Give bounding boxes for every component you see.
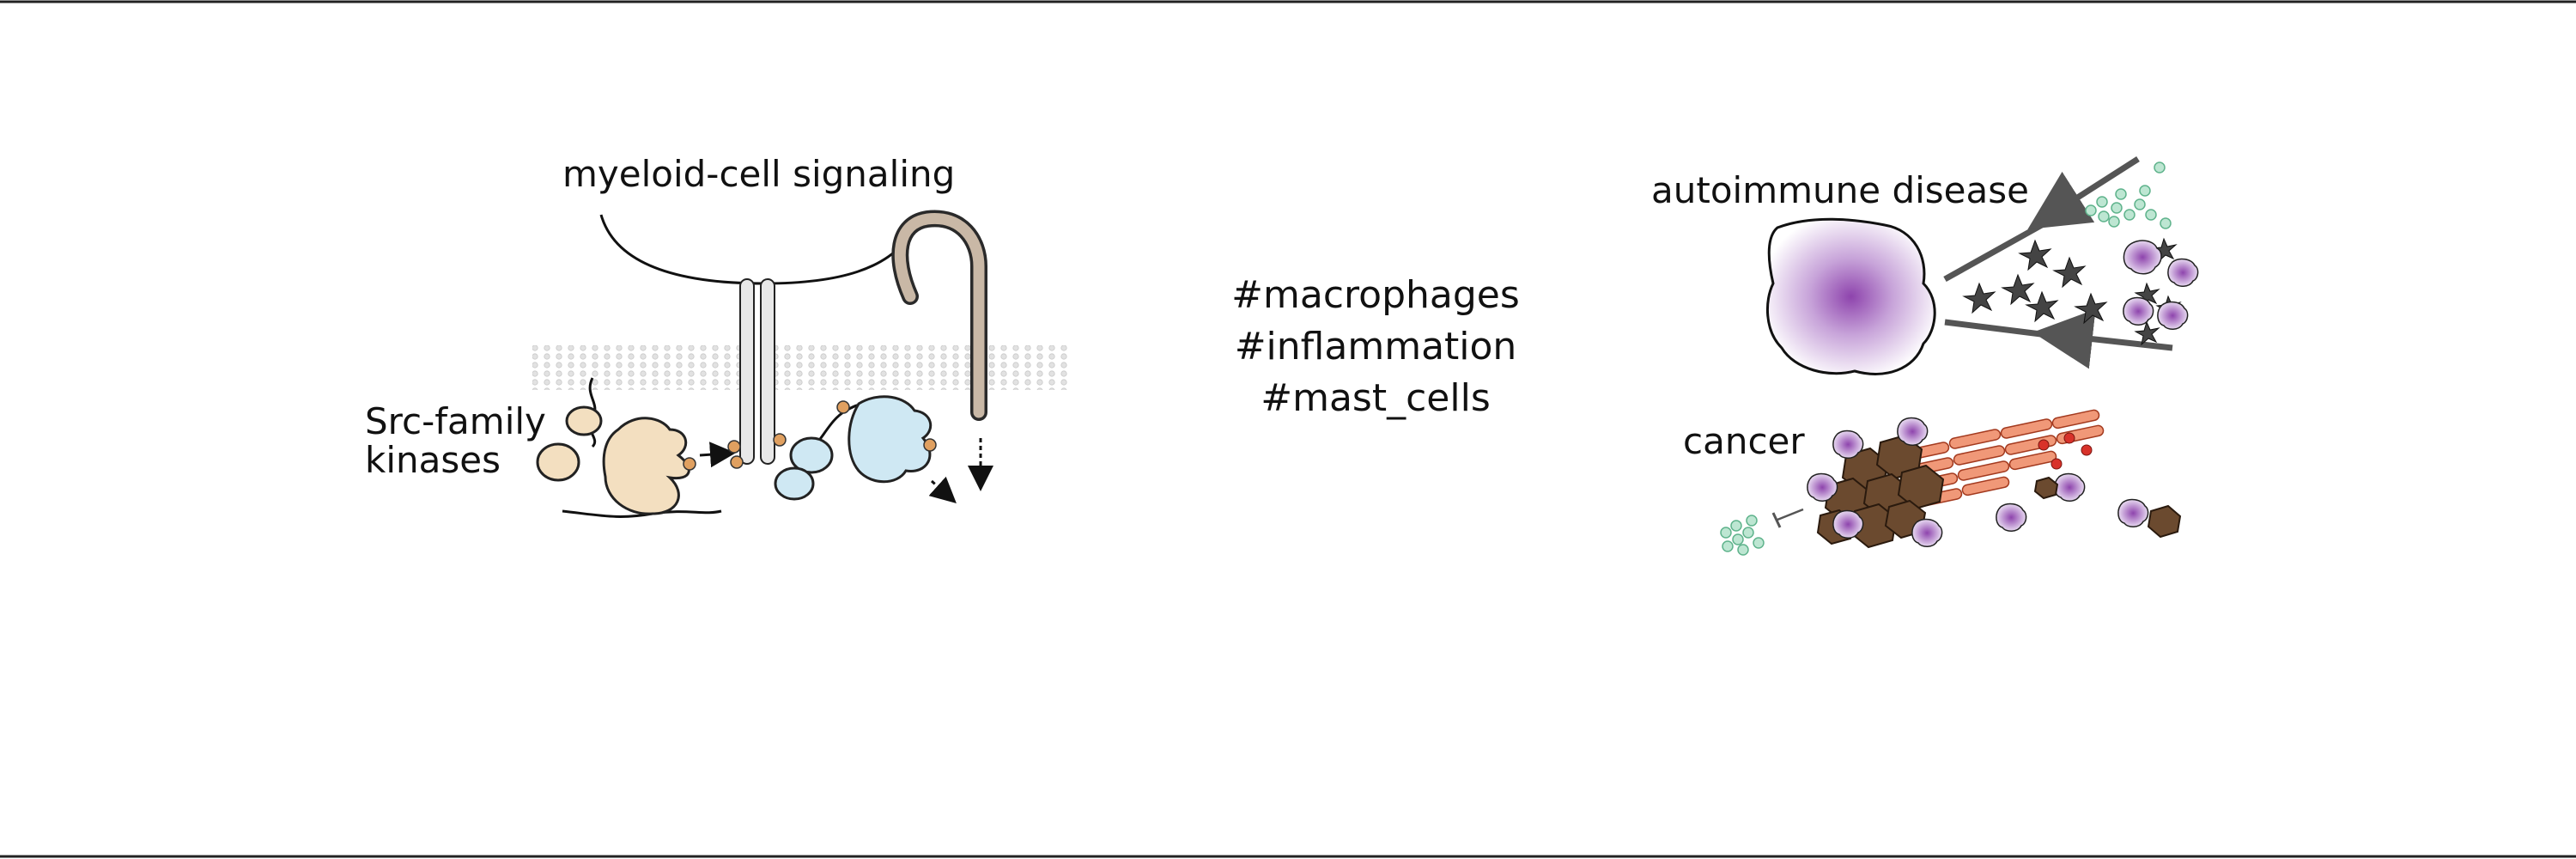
effector-sh2-domain-2 bbox=[774, 466, 815, 501]
tumor-cell bbox=[1897, 464, 1945, 510]
kinase-sh2-domain bbox=[536, 442, 580, 482]
kinase-sh3-domain bbox=[565, 405, 603, 436]
hashtag-panel: #macrophages #inflammation #mast_cells bbox=[1231, 273, 1520, 420]
ligand-arc bbox=[599, 214, 920, 285]
signaling-title: myeloid-cell signaling bbox=[562, 153, 955, 195]
disease-panel: autoimmune disease bbox=[1651, 156, 2199, 556]
cell-membrane bbox=[532, 345, 1069, 390]
small-macrophage bbox=[2157, 301, 2189, 330]
recruited-macrophages bbox=[2123, 240, 2199, 330]
small-macrophage bbox=[2117, 498, 2149, 527]
small-macrophage bbox=[1897, 417, 1929, 446]
green-cell-cluster-top bbox=[2085, 161, 2172, 229]
effector-downstream-arrow bbox=[928, 476, 957, 504]
recruit-arrow-top bbox=[1943, 218, 2050, 283]
red-cells bbox=[2038, 432, 2093, 470]
hashtag-inflammation: #inflammation bbox=[1235, 325, 1517, 369]
effector-catalytic-domain bbox=[848, 395, 933, 484]
scattered-tumor-cells bbox=[2033, 476, 2182, 539]
star-cell bbox=[2025, 290, 2059, 323]
small-macrophage bbox=[2123, 240, 2162, 275]
hashtag-macrophages: #macrophages bbox=[1231, 273, 1520, 317]
star-cell bbox=[2052, 256, 2087, 289]
star-cell bbox=[2074, 292, 2108, 325]
receptor-chain-right bbox=[760, 278, 775, 465]
star-cell bbox=[2134, 282, 2160, 308]
recruit-arrow-bottom bbox=[1944, 319, 2049, 338]
small-macrophage bbox=[1832, 509, 1864, 539]
small-macrophage bbox=[1911, 518, 1943, 547]
small-macrophage bbox=[2054, 472, 2086, 502]
autoimmune-label: autoimmune disease bbox=[1651, 169, 2029, 211]
tumor-associated-macrophages bbox=[1807, 417, 2149, 547]
small-macrophage bbox=[1832, 430, 1864, 459]
activation-arrow bbox=[699, 442, 736, 468]
small-macrophage bbox=[1807, 472, 1838, 502]
inhibition-bar bbox=[1771, 512, 1782, 528]
small-macrophage bbox=[1996, 503, 2027, 532]
green-cell-cluster-bottom bbox=[1720, 515, 1765, 556]
effector-sh2-domain-1 bbox=[789, 436, 834, 474]
star-cell bbox=[2134, 320, 2160, 346]
large-macrophage bbox=[1765, 217, 1936, 375]
star-cell bbox=[2001, 273, 2035, 306]
hashtag-mast-cells: #mast_cells bbox=[1261, 376, 1491, 420]
incoming-arrow-top bbox=[2027, 156, 2140, 230]
small-macrophage bbox=[2123, 296, 2154, 326]
kinase-label-line1: Src-family bbox=[365, 400, 546, 442]
small-macrophage bbox=[2167, 258, 2199, 287]
star-cell bbox=[2018, 239, 2052, 271]
receptor-chain-left bbox=[739, 278, 755, 465]
signaling-panel: myeloid-cell signaling Src-family kinase… bbox=[365, 153, 1069, 518]
kinase-catalytic-domain bbox=[602, 417, 690, 515]
kinase-label-line2: kinases bbox=[365, 439, 501, 481]
inhibition-line bbox=[1777, 508, 1804, 521]
star-cell bbox=[1962, 282, 1996, 314]
cancer-label: cancer bbox=[1683, 420, 1805, 462]
phospho-site bbox=[683, 457, 696, 471]
incoming-arrow-bottom bbox=[2032, 308, 2173, 369]
